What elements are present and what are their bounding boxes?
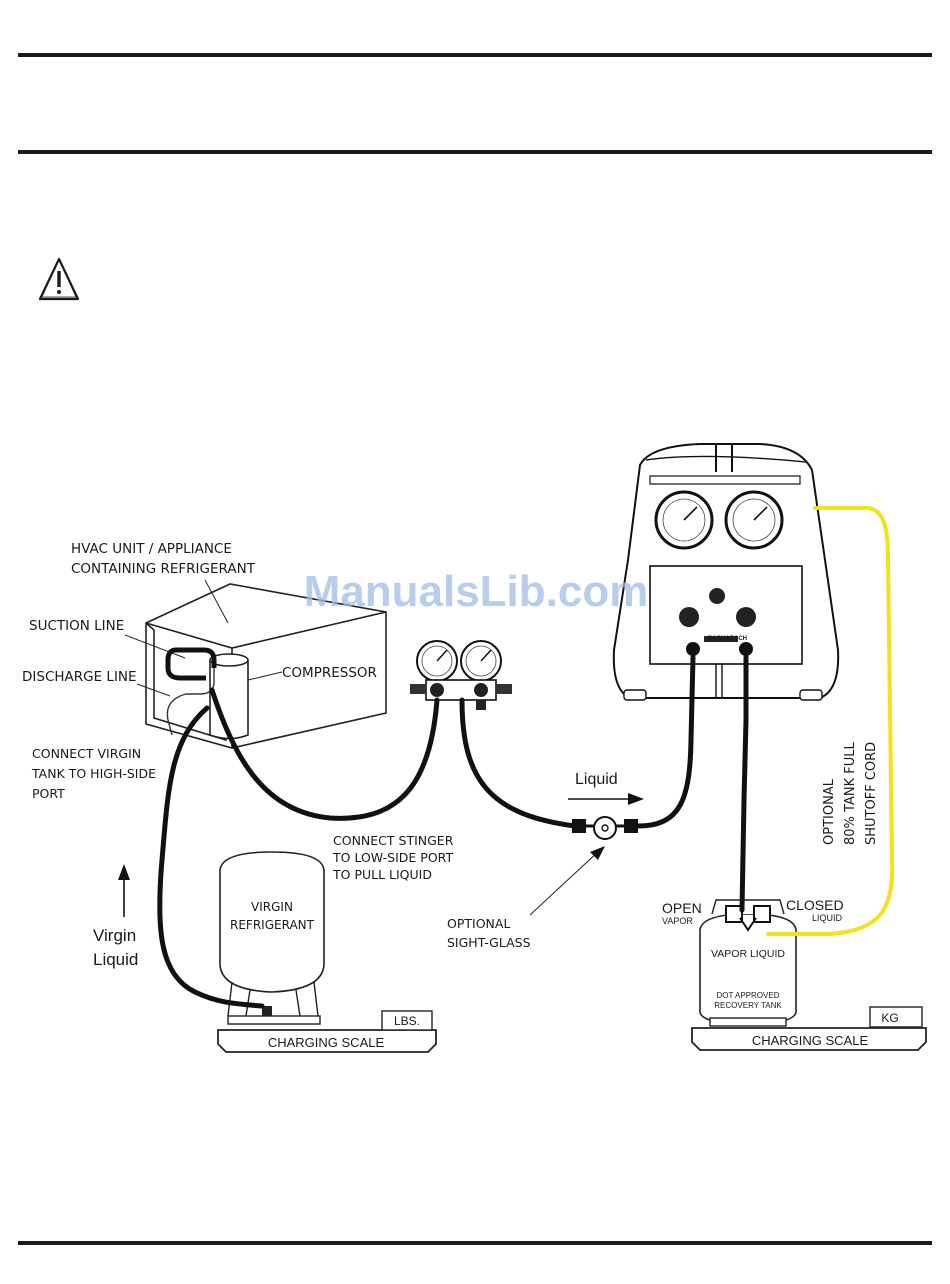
connect-virgin-label-line-1: CONNECT VIRGIN — [32, 746, 141, 761]
discharge-line-pipe — [166, 668, 215, 736]
manifold-gauge-set — [410, 640, 512, 710]
hose-sight-glass-to-machine — [635, 654, 696, 829]
shutoff-cord-label-line-2: 80% TANK FULL — [843, 742, 858, 845]
compressor-label: COMPRESSOR — [282, 665, 377, 681]
right-charging-scale — [691, 1006, 927, 1051]
left-charging-scale-label: CHARGING SCALE — [268, 1035, 385, 1050]
recovery-tank-label-line-1: DOT APPROVED — [717, 991, 780, 1000]
optional-sight-glass-label-line-1: OPTIONAL — [447, 916, 510, 931]
tank-ports-label: VAPOR LIQUID — [711, 948, 785, 960]
vapor-small-label: VAPOR — [662, 916, 693, 926]
closed-label: CLOSED — [786, 897, 844, 913]
kg-unit-label: KG — [881, 1011, 898, 1025]
machine-brand-label: BACHARACH — [708, 636, 747, 642]
manualslib-watermark: ManualsLib.com — [304, 567, 649, 616]
liquid-flow-arrow — [568, 793, 644, 805]
connect-stinger-label-line-3: TO PULL LIQUID — [332, 867, 432, 882]
lbs-unit-label: LBS. — [394, 1014, 420, 1028]
hose-high-side-to-virgin-tank — [157, 705, 265, 1009]
connect-stinger-label-line-2: TO LOW-SIDE PORT — [332, 850, 453, 865]
liquid-flow-label: Liquid — [575, 771, 618, 788]
virgin-refrigerant-tank — [219, 851, 325, 1017]
discharge-line-label: DISCHARGE LINE — [22, 669, 137, 685]
virgin-liquid-label-line-2: Liquid — [93, 950, 138, 969]
suction-line-label: SUCTION LINE — [29, 618, 124, 634]
hose-machine-to-recovery-tank — [739, 654, 749, 913]
virgin-tank-label-line-1: VIRGIN — [251, 900, 293, 914]
hose-manifold-to-sight-glass — [459, 697, 578, 829]
shutoff-cord-label-line-3: SHUTOFF CORD — [864, 742, 879, 845]
recovery-machine — [612, 443, 840, 701]
virgin-liquid-up-arrow — [118, 864, 130, 917]
sight-glass — [572, 816, 638, 840]
top-rule — [18, 53, 932, 57]
bottom-rule — [18, 1241, 932, 1245]
open-label: OPEN — [662, 900, 702, 916]
recovery-tank-label-line-2: RECOVERY TANK — [714, 1001, 782, 1010]
second-rule — [18, 150, 932, 154]
shutoff-cord — [766, 506, 895, 936]
left-charging-scale — [217, 1010, 437, 1053]
virgin-liquid-label-line-1: Virgin — [93, 926, 136, 945]
connect-virgin-label-line-3: PORT — [32, 786, 65, 801]
liquid-small-label: LIQUID — [812, 913, 843, 923]
shutoff-cord-label-line-1: OPTIONAL — [822, 778, 837, 845]
sight-glass-arrowhead — [590, 846, 605, 860]
right-charging-scale-label: CHARGING SCALE — [752, 1033, 869, 1048]
hvac-unit-label-line-2: CONTAINING REFRIGERANT — [71, 561, 256, 577]
warning-icon — [38, 257, 80, 301]
recovery-tank — [699, 899, 797, 1027]
virgin-tank-label-line-2: REFRIGERANT — [230, 918, 315, 932]
leader-lines — [124, 579, 601, 916]
connect-virgin-label-line-2: TANK TO HIGH-SIDE — [31, 766, 156, 781]
optional-sight-glass-label-line-2: SIGHT-GLASS — [447, 935, 531, 950]
hvac-unit-label-line-1: HVAC UNIT / APPLIANCE — [71, 541, 232, 557]
hose-low-side-to-manifold — [209, 687, 440, 821]
connect-stinger-label-line-1: CONNECT STINGER — [333, 833, 454, 848]
